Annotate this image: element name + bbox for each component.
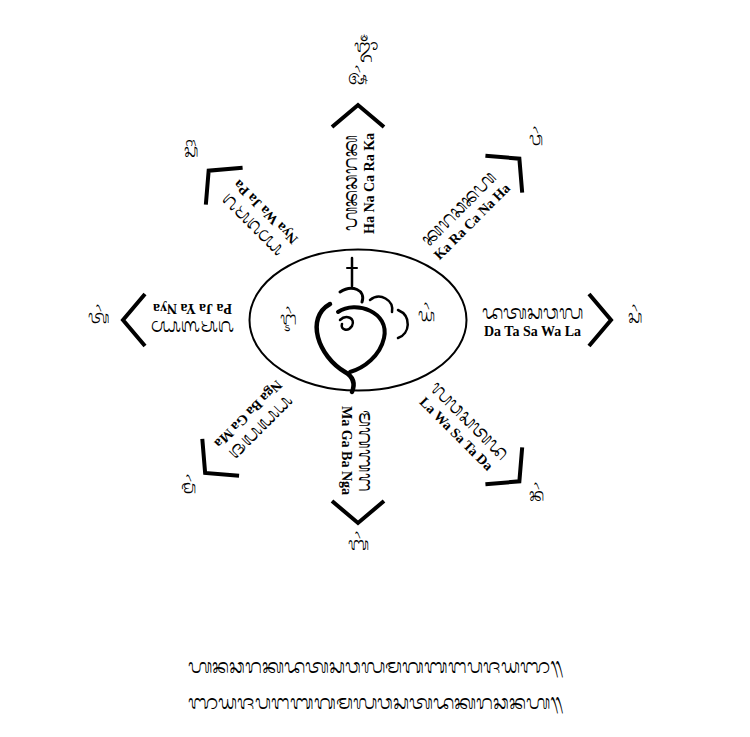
direction-syllable: ᬫᬂ [181,474,196,506]
syllable-arm: ᬧᬚᬬᬜPa Ja Ya Nya [149,300,236,341]
direction-syllable: ᬬᬂ [418,302,435,334]
syllable-arm: ᬜᬯᬚᬧNya Wa Ja Pa [213,175,304,266]
direction-syllable: ᬲᬶᬂ [184,138,199,170]
latin-syllables: Da Ta Sa Wa La [482,324,583,341]
syllable-arm: ᬫᬕᬩᬗMa Ga Ba Nga [338,404,379,497]
syllable-arm: ᬳᬦᬘᬭᬓHa Na Ca Ra Ka [338,131,379,236]
direction-syllable: ᬢᬂ [88,304,110,336]
direction-syllable: ᬲᬂ [628,304,643,336]
balinese-syllables: ᬫᬕᬩᬗ [354,406,378,495]
syllable-arm: ᬗᬩᬕᬫNga Ba Ga Ma [209,374,304,469]
direction-syllable: ᬯᬂ [529,126,543,158]
latin-syllables: Ma Ga Ba Nga [338,406,355,495]
latin-syllables: Pa Ja Ya Nya [151,300,234,317]
chevron-bracket [332,105,384,127]
balinese-syllables: ᬧᬚᬬᬜ [151,316,234,340]
syllable-arm: ᬤᬢᬲᬯᬮDa Ta Sa Wa La [480,300,585,341]
direction-syllable: ᬒᬁ [354,33,378,65]
direction-syllable: ᬅᬂ [348,65,368,97]
circle-outline [250,250,467,391]
chevron-bracket [332,501,384,523]
balinese-syllables: ᬳᬦᬘᬭᬓ [338,133,362,234]
center-circle: ᬇᬂ ᬬᬂ [248,248,468,392]
script-line: ᬜᬬᬚᬧᬗᬩᬕᬫᬮᬯᬲᬢᬤᬓᬭᬘᬦᬳ᭟ [0,688,750,724]
syllable-arm: ᬓᬭᬘᬦᬳKa Ra Ca Na Ha [412,163,515,266]
script-line: ᬳᬦᬘᬭᬓᬤᬢᬲᬯᬮᬫᬕᬩᬗᬧᬚᬬᬜ᭟ [0,652,750,688]
chevron-bracket [123,294,145,346]
latin-syllables: Ha Na Ca Ra Ka [362,133,379,234]
balinese-syllables: ᬤᬢᬲᬯᬮ [482,300,583,324]
ongkara-symbol [317,258,408,392]
direction-syllable: ᬦᬂ [529,482,544,514]
direction-syllable: ᬩᬂ [348,531,369,563]
syllable-arm: ᬮᬯᬲᬢᬤLa Wa Sa Ta Da [412,374,515,477]
chevron-bracket [589,294,611,346]
direction-syllable: ᬇᬂ [280,306,297,338]
